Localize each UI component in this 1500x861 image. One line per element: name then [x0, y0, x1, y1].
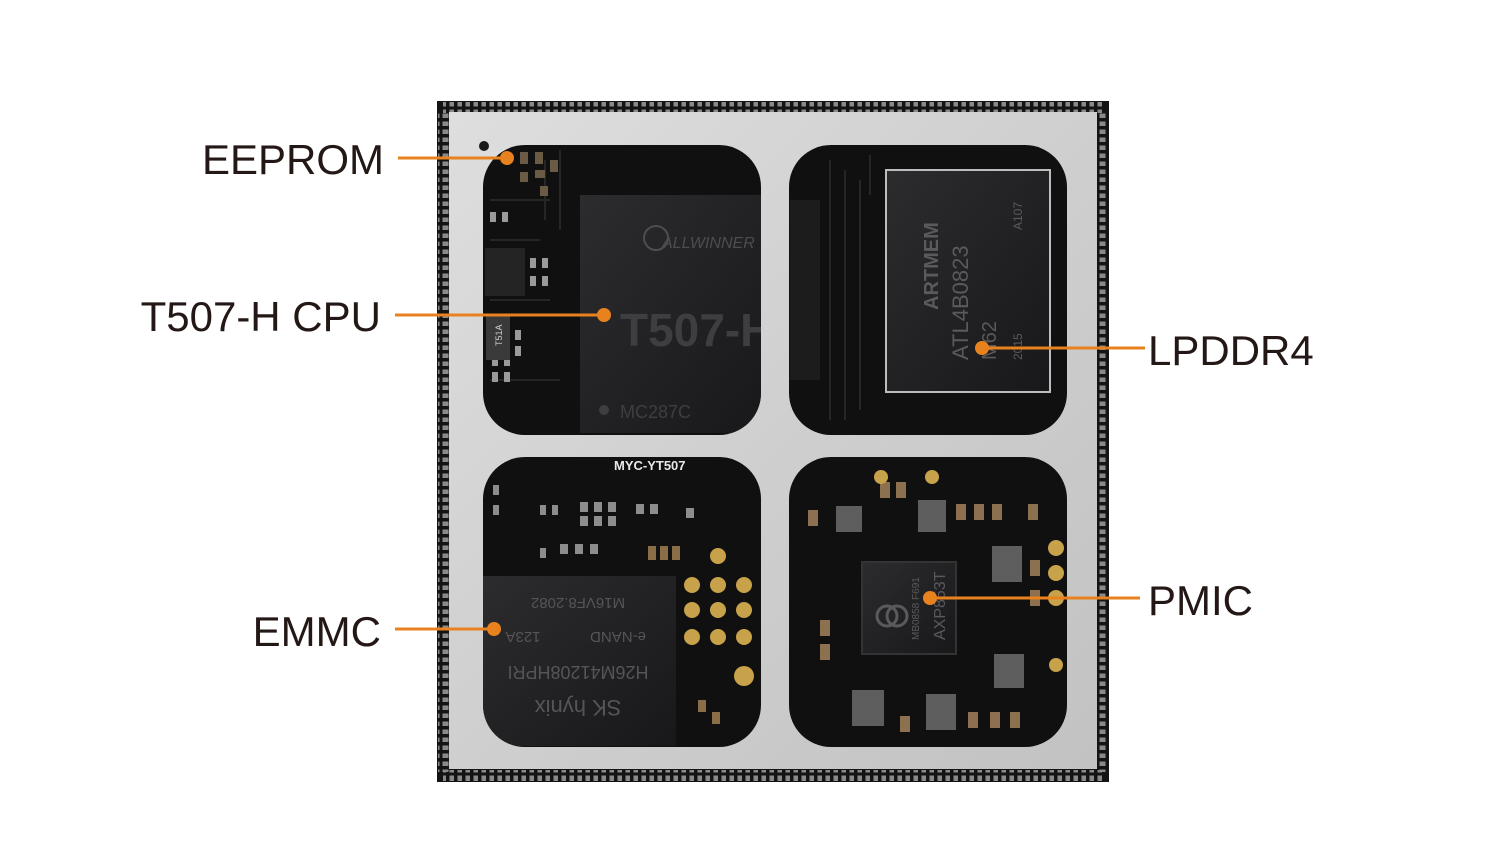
leader-dot-cpu [597, 308, 611, 322]
quadrant-emmc: M16VF8.2082 e-NAND 123A H26M41208HPRI SK… [483, 457, 761, 747]
svg-text:e-NAND: e-NAND [590, 628, 646, 645]
svg-text:H26M41208HPRI: H26M41208HPRI [507, 662, 648, 682]
leader-dot-emmc [487, 622, 501, 636]
svg-text:ARTMEM: ARTMEM [921, 222, 943, 310]
leader-lines [395, 151, 1145, 636]
svg-text:MB0858 F691: MB0858 F691 [911, 577, 922, 640]
callout-cpu: T507-H CPU [140, 293, 381, 340]
module-silkscreen: MYC-YT507 [614, 458, 686, 473]
callout-emmc: EMMC [252, 608, 381, 655]
quadrant-cpu: T51A ALLWINNER T507-H MC287C [483, 145, 773, 435]
svg-text:M16VF8.2082: M16VF8.2082 [531, 594, 625, 611]
pin1-marker [479, 141, 489, 151]
svg-text:ATL4B0823: ATL4B0823 [948, 245, 973, 360]
pmic-markings: AXP853T MB0858 F691 [911, 571, 949, 640]
callout-lpddr4: LPDDR4 [1148, 327, 1314, 374]
lpddr4-chip [885, 169, 1051, 393]
leader-dot-lpddr4 [975, 341, 989, 355]
lpddr4-markings: ARTMEM ATL4B0823 M62 2015 A107 [921, 202, 1025, 360]
svg-text:A107: A107 [1011, 202, 1025, 230]
cpu-marking: T507-H [620, 304, 773, 356]
emmc-chip [483, 576, 676, 746]
callout-eeprom: EEPROM [201, 136, 384, 183]
cpu-lot: MC287C [620, 402, 691, 422]
eeprom-chip [485, 248, 525, 296]
leader-dot-eeprom [500, 151, 514, 165]
cpu-brand: ALLWINNER [661, 235, 755, 252]
svg-text:2015: 2015 [1011, 333, 1025, 360]
leader-dot-pmic [923, 591, 937, 605]
crystal-marking: T51A [494, 324, 504, 346]
quadrant-lpddr4: ARTMEM ATL4B0823 M62 2015 A107 [789, 145, 1067, 435]
pmic-chip [861, 561, 957, 655]
crystal [486, 316, 510, 360]
svg-text:SK hynix: SK hynix [535, 695, 622, 720]
svg-text:AXP853T: AXP853T [932, 571, 949, 640]
svg-text:123A: 123A [505, 628, 540, 645]
emmc-markings: M16VF8.2082 e-NAND 123A H26M41208HPRI SK… [505, 594, 648, 720]
callout-pmic: PMIC [1148, 577, 1253, 624]
